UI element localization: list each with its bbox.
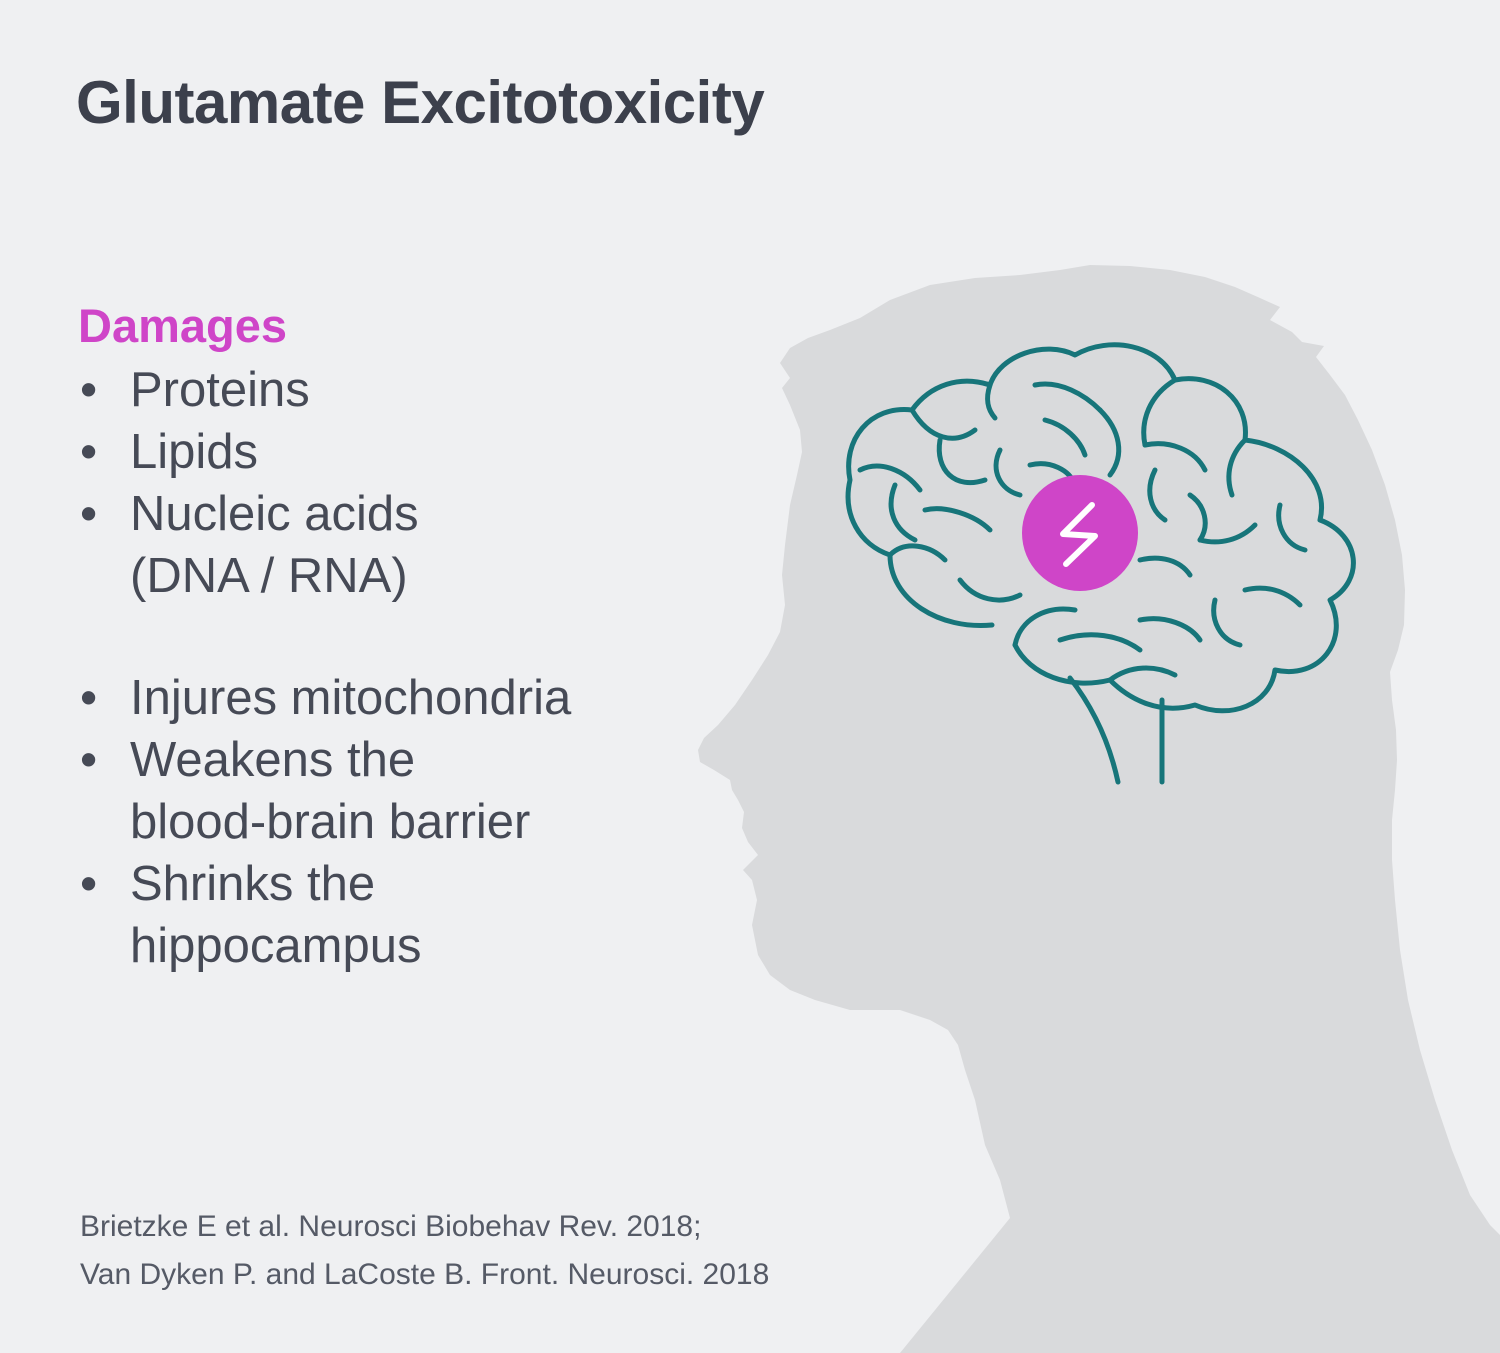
list-item: • Nucleic acids (DNA / RNA) xyxy=(80,483,419,607)
bullet-icon: • xyxy=(80,363,98,417)
list-item-text: (DNA / RNA) xyxy=(130,549,408,603)
list-item-text: Nucleic acids xyxy=(130,487,419,541)
list-item: • Shrinks the hippocampus xyxy=(80,853,571,977)
damages-heading: Damages xyxy=(78,299,287,352)
bullet-icon: • xyxy=(80,425,98,479)
bullet-icon: • xyxy=(80,487,98,541)
references: Brietzke E et al. Neurosci Biobehav Rev.… xyxy=(80,1203,769,1299)
list-item-text: Injures mitochondria xyxy=(130,671,572,725)
list-item-text: Proteins xyxy=(130,363,310,417)
bullet-icon: • xyxy=(80,671,98,725)
list-item-text: Weakens the xyxy=(130,733,416,787)
lightning-bolt-icon xyxy=(1022,475,1138,591)
list-item: • Injures mitochondria xyxy=(80,667,571,729)
list-item-text: Lipids xyxy=(130,425,259,479)
effects-list: • Injures mitochondria • Weakens the blood-b… xyxy=(80,667,571,977)
list-item-text: hippocampus xyxy=(130,919,422,973)
list-item: • Proteins xyxy=(80,359,419,421)
page-title: Glutamate Excitotoxicity xyxy=(76,69,765,136)
bullet-icon: • xyxy=(80,857,98,911)
list-item-text: Shrinks the xyxy=(130,857,376,911)
list-item: • Weakens the blood-brain barrier xyxy=(80,729,571,853)
reference-line: Brietzke E et al. Neurosci Biobehav Rev.… xyxy=(80,1210,702,1243)
reference-line: Van Dyken P. and LaCoste B. Front. Neuro… xyxy=(80,1258,770,1291)
damages-list: • Proteins • Lipids • Nucleic acids (DNA / RNA… xyxy=(80,359,419,607)
list-item-text: blood-brain barrier xyxy=(130,795,531,849)
list-item: • Lipids xyxy=(80,421,419,483)
bullet-icon: • xyxy=(80,733,98,787)
